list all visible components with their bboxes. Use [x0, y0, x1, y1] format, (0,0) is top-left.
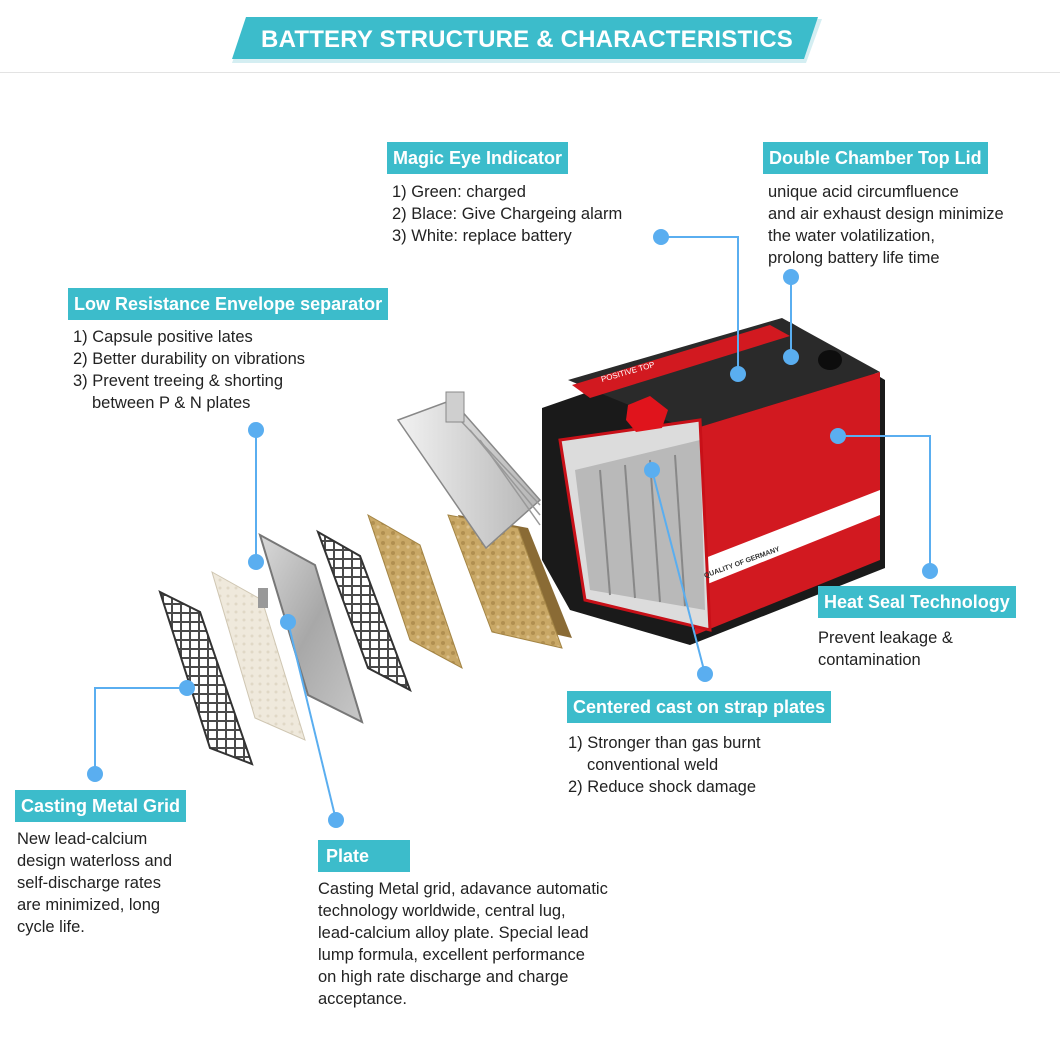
plate-line: on high rate discharge and charge	[318, 968, 569, 986]
casting-grid-line: cycle life.	[17, 918, 85, 936]
plate-stack-part	[396, 391, 542, 550]
heat-seal-title: Heat Seal Technology	[818, 586, 1016, 618]
callout-dots	[87, 229, 938, 828]
casting-grid-line: New lead-calcium	[17, 830, 148, 848]
centered-cast-desc: 1) Stronger than gas burnt conventional …	[568, 732, 761, 798]
magic-eye-title: Magic Eye Indicator	[387, 142, 569, 174]
plate-line: lead-calcium alloy plate. Special lead	[318, 924, 589, 942]
envelope-line: between P & N plates	[92, 394, 251, 412]
centered-cast-line: 2) Reduce shock damage	[568, 778, 757, 796]
envelope-line: 1) Capsule positive lates	[73, 328, 253, 346]
double-chamber-line: and air exhaust design minimize	[768, 205, 1004, 223]
plate-title: Plate	[318, 840, 410, 872]
gold-separator-part	[367, 513, 572, 670]
grid-part-2	[316, 529, 412, 693]
plate-line: Casting Metal grid, adavance automatic	[318, 880, 608, 898]
double-chamber-line: the water volatilization,	[768, 227, 935, 245]
callout-lines	[94, 236, 931, 821]
casting-grid-line: are minimized, long	[17, 896, 161, 914]
magic-eye-line: 1) Green: charged	[392, 183, 526, 201]
plate-line: lump formula, excellent performance	[318, 946, 585, 964]
plate-desc: Casting Metal grid, adavance automatic t…	[318, 878, 608, 1010]
envelope-line: 3) Prevent treeing & shorting	[73, 372, 284, 390]
double-chamber-desc: unique acid circumfluence and air exhaus…	[768, 181, 1004, 269]
centered-cast-line: conventional weld	[587, 756, 719, 774]
header-divider	[0, 72, 1060, 73]
separator-part	[211, 570, 306, 741]
title-banner: BATTERY STRUCTURE & CHARACTERISTICS	[232, 17, 822, 63]
envelope-line: 2) Better durability on vibrations	[73, 350, 306, 368]
heat-seal-line: Prevent leakage &	[818, 629, 953, 647]
centered-cast-title: Centered cast on strap plates	[567, 691, 832, 723]
double-chamber-line: unique acid circumfluence	[768, 183, 959, 201]
magic-eye-desc: 1) Green: charged 2) Blace: Give Chargei…	[392, 181, 622, 247]
magic-eye-line: 3) White: replace battery	[392, 227, 572, 245]
casting-grid-desc: New lead-calcium design waterloss and se…	[17, 828, 172, 938]
casting-metal-grid-part	[158, 590, 254, 766]
plate-line: technology worldwide, central lug,	[318, 902, 566, 920]
double-chamber-title: Double Chamber Top Lid	[763, 142, 988, 174]
envelope-separator-desc: 1) Capsule positive lates 2) Better dura…	[73, 326, 305, 414]
plate-line: acceptance.	[318, 990, 407, 1008]
envelope-separator-title: Low Resistance Envelope separator	[68, 288, 389, 320]
magic-eye-line: 2) Blace: Give Chargeing alarm	[392, 205, 623, 223]
heat-seal-desc: Prevent leakage & contamination	[818, 627, 953, 671]
double-chamber-line: prolong battery life time	[768, 249, 940, 267]
casting-grid-line: design waterloss and	[17, 852, 173, 870]
casting-grid-line: self-discharge rates	[17, 874, 161, 892]
centered-cast-line: 1) Stronger than gas burnt	[568, 734, 761, 752]
casting-grid-title: Casting Metal Grid	[15, 790, 187, 822]
banner-shape	[232, 17, 822, 63]
heat-seal-line: contamination	[818, 651, 921, 669]
page-title: BATTERY STRUCTURE & CHARACTERISTICS	[261, 26, 793, 53]
